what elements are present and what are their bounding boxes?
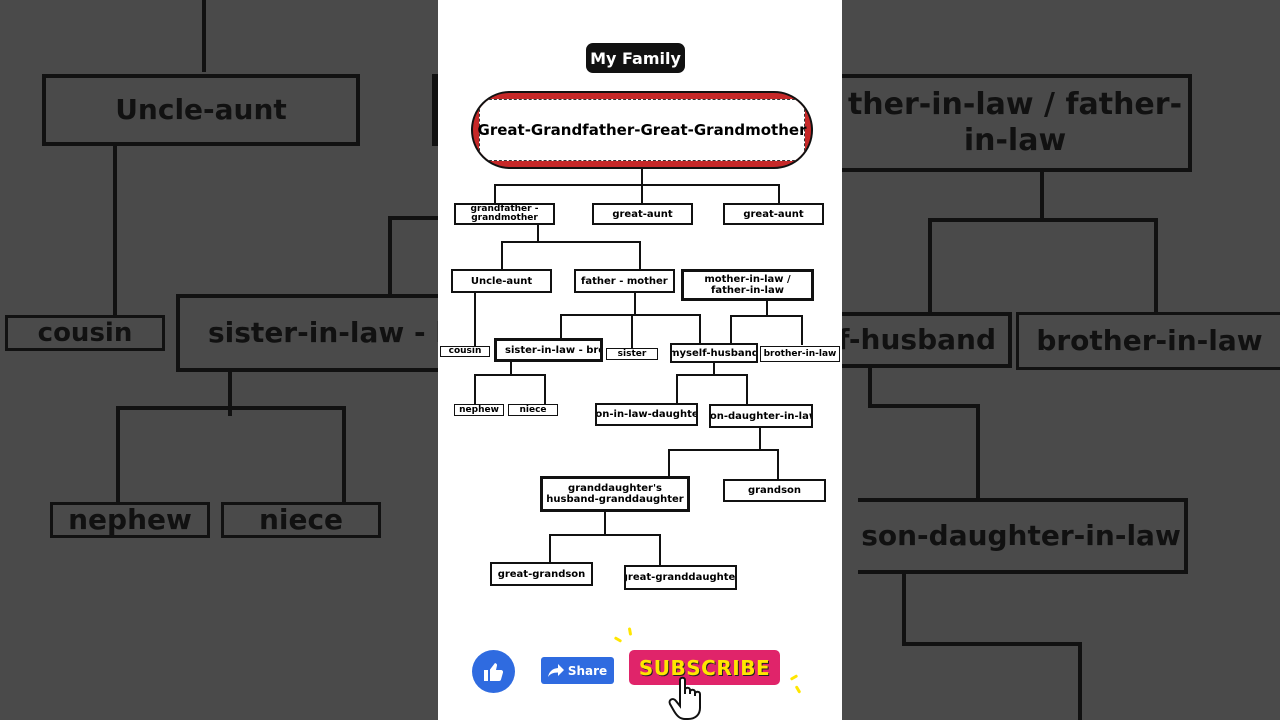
bg-connector: [1154, 218, 1158, 312]
node-grandparents: grandfather - grandmother: [454, 203, 555, 225]
node-nephew: nephew: [454, 404, 504, 416]
sparkle-mark: [627, 627, 633, 636]
subscribe-button[interactable]: SUBSCRIBE: [629, 650, 780, 685]
connector: [699, 314, 701, 344]
page-title: My Family: [586, 43, 685, 73]
connector: [560, 314, 562, 338]
connector: [668, 449, 670, 477]
connector: [474, 374, 546, 376]
connector: [746, 374, 748, 404]
connector: [641, 169, 643, 185]
connector: [676, 374, 678, 404]
node-myself-husband: myself-husband: [670, 343, 758, 363]
node-sister-in-law-brother: sister-in-law - brother: [494, 338, 603, 362]
node-niece: niece: [508, 404, 558, 416]
bg-node-in-laws: ther-in-law / father-in-law: [842, 74, 1192, 172]
bg-node-son-daughter-in-law: son-daughter-in-law: [858, 498, 1188, 574]
bg-connector: [388, 216, 438, 220]
node-son-in-law-daughter: son-in-law-daughter: [595, 403, 698, 426]
thumbs-up-icon: [483, 662, 503, 681]
bg-connector: [388, 216, 392, 296]
node-brother-in-law: brother-in-law: [760, 346, 840, 362]
bg-node-cousin: cousin: [5, 315, 165, 351]
node-great-grandson: great-grandson: [490, 562, 593, 586]
connector: [801, 315, 803, 345]
node-son-daughter-in-law: son-daughter-in-law: [709, 404, 813, 428]
connector: [730, 315, 732, 345]
connector: [549, 534, 551, 562]
connector: [549, 534, 661, 536]
node-father-mother: father - mother: [574, 269, 675, 293]
node-great-grandparents: Great-Grandfather-Great-Grandmother: [471, 91, 813, 169]
bg-connector: [902, 574, 906, 646]
share-label: Share: [567, 663, 608, 678]
sparkle-mark: [794, 685, 802, 694]
connector: [641, 184, 643, 204]
bg-connector: [116, 406, 120, 502]
connector: [544, 374, 546, 404]
node-grandson: grandson: [723, 479, 826, 502]
bg-node-uncle-aunt: Uncle-aunt: [42, 74, 360, 146]
node-in-laws: mother-in-law / father-in-law: [681, 269, 814, 301]
bg-connector: [113, 146, 117, 316]
connector: [730, 315, 803, 317]
connector: [494, 184, 780, 186]
bg-node-sister-in-law: sister-in-law - b: [176, 294, 444, 372]
connector: [659, 534, 661, 566]
connector: [494, 184, 496, 204]
bg-connector: [928, 218, 1158, 222]
connector: [668, 449, 779, 451]
share-arrow-icon: [547, 664, 564, 677]
connector: [759, 428, 761, 450]
node-great-grandparents-label: Great-Grandfather-Great-Grandmother: [478, 99, 806, 161]
connector: [474, 374, 476, 404]
node-sister: sister: [606, 348, 658, 360]
bg-node-niece: niece: [221, 502, 381, 538]
bg-connector: [1040, 172, 1044, 220]
connector: [537, 225, 539, 242]
bg-connector: [868, 368, 872, 408]
family-tree-card: My Family Great-Grandfather-Great-Grandm…: [438, 0, 842, 720]
connector: [778, 184, 780, 204]
connector: [604, 512, 606, 535]
bg-node-brother-in-law: brother-in-law: [1016, 312, 1280, 370]
bg-node-nephew: nephew: [50, 502, 210, 538]
node-uncle-aunt: Uncle-aunt: [451, 269, 552, 293]
node-great-granddaughter: great-granddaughter: [624, 565, 737, 590]
share-button[interactable]: Share: [541, 657, 614, 684]
bg-connector: [342, 406, 346, 502]
bg-connector: [902, 642, 1082, 646]
node-cousin: cousin: [440, 346, 490, 357]
hand-cursor-icon: [668, 676, 701, 720]
connector: [766, 301, 768, 316]
connector: [560, 314, 701, 316]
node-great-aunt-2: great-aunt: [723, 203, 824, 225]
bg-node-husband: f-husband: [842, 312, 1012, 368]
bg-connector: [868, 404, 980, 408]
connector: [639, 241, 641, 269]
connector: [631, 314, 633, 350]
connector: [713, 363, 715, 375]
bg-connector: [202, 0, 206, 72]
connector: [501, 241, 641, 243]
node-great-aunt-1: great-aunt: [592, 203, 693, 225]
like-button[interactable]: [472, 650, 515, 693]
bg-connector: [432, 74, 438, 146]
sparkle-mark: [613, 636, 623, 643]
bg-connector: [1078, 642, 1082, 720]
connector: [474, 293, 476, 347]
connector: [501, 241, 503, 269]
sparkle-mark: [789, 674, 799, 681]
connector: [510, 362, 512, 376]
connector: [777, 449, 779, 479]
bg-connector: [976, 404, 980, 498]
bg-connector: [116, 406, 346, 410]
connector: [676, 374, 748, 376]
connector: [634, 293, 636, 315]
bg-connector: [228, 372, 232, 416]
node-granddaughter-husband: granddaughter's husband-granddaughter: [540, 476, 690, 512]
bg-connector: [928, 218, 932, 312]
